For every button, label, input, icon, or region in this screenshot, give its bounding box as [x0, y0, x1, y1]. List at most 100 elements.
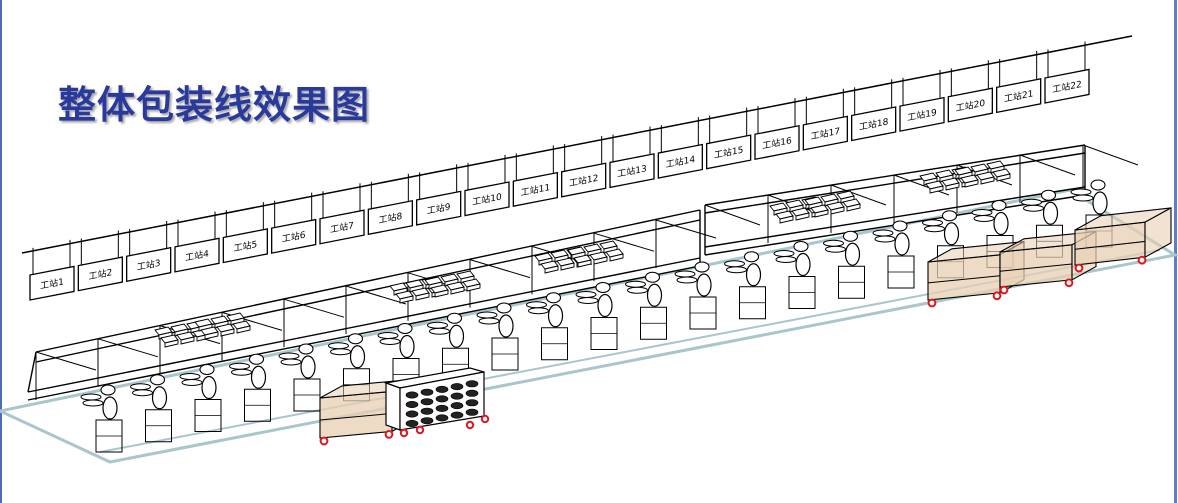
rack-tray	[436, 386, 448, 392]
station-sign: 工站21	[997, 79, 1041, 113]
operator-arm	[578, 298, 598, 304]
cart-wheel	[1139, 257, 1146, 264]
station-sign: 工站19	[900, 98, 944, 132]
operator-body	[450, 325, 464, 347]
rack-side	[386, 383, 400, 430]
operator-arm	[477, 312, 497, 318]
operator-arm	[281, 359, 301, 365]
bench-rail	[28, 352, 36, 392]
operator-arm	[972, 210, 992, 216]
operator-arm	[677, 277, 697, 283]
operator-arm	[626, 281, 646, 287]
operator-arm	[329, 343, 349, 349]
rack-tray	[466, 381, 478, 387]
shelf-divider	[36, 352, 96, 370]
operator-head	[794, 242, 808, 252]
operator-head	[299, 344, 313, 354]
station-sign: 工站3	[127, 248, 171, 282]
operator-arm	[83, 400, 103, 406]
station-sign: 工站12	[562, 163, 606, 197]
cart-wheel	[467, 422, 473, 428]
operator-arm	[873, 230, 893, 236]
rack-tray	[406, 411, 418, 417]
operator-head	[1091, 180, 1105, 190]
operator-arm	[1073, 195, 1093, 201]
operator-arm	[479, 318, 499, 324]
station-sign: 工站10	[465, 182, 509, 216]
operator-arm	[824, 240, 844, 246]
operator-head	[497, 303, 511, 313]
operator-arm	[180, 374, 200, 380]
operator-head	[844, 231, 858, 241]
rack-tray	[436, 396, 448, 402]
station-sign: 工站20	[948, 88, 992, 122]
cart-wheel	[401, 430, 407, 436]
cart-wheel	[1001, 287, 1008, 294]
operator-body	[400, 336, 414, 358]
cart-wheel	[1076, 265, 1083, 272]
operator-head	[596, 283, 610, 293]
station-sign: 工站1	[30, 266, 74, 300]
operator-body	[351, 346, 365, 368]
operator-body	[747, 264, 761, 286]
operator-head	[695, 262, 709, 272]
operator-body	[549, 305, 563, 327]
rack-tray	[466, 400, 478, 406]
operator-head	[1042, 190, 1056, 200]
operator-arm	[133, 390, 153, 396]
operator-body	[103, 397, 117, 419]
rack-tray	[451, 402, 463, 408]
rack-tray	[421, 418, 433, 424]
operator-head	[151, 375, 165, 385]
station-sign: 工站15	[707, 135, 751, 169]
operator-body	[994, 213, 1008, 235]
operator-arm	[725, 261, 745, 267]
station-sign: 工站7	[320, 210, 364, 244]
operator-arm	[182, 380, 202, 386]
rack-tray	[451, 383, 463, 389]
operator-arm	[875, 236, 895, 242]
operator-head	[646, 272, 660, 282]
operator-head	[101, 385, 115, 395]
operator-arm	[527, 302, 547, 308]
operator-arm	[826, 246, 846, 252]
cart-wheel	[417, 427, 423, 433]
rack-tray	[451, 393, 463, 399]
station-sign: 工站6	[272, 220, 316, 254]
rack-tray	[451, 412, 463, 418]
operator-head	[893, 221, 907, 231]
rack-tray	[406, 420, 418, 426]
operator-body	[846, 243, 860, 265]
operator-arm	[232, 369, 252, 375]
operator-body	[945, 223, 959, 245]
operator-body	[1044, 202, 1058, 224]
station-sign: 工站14	[658, 144, 702, 178]
operator-body	[499, 315, 513, 337]
shelf-divider	[1020, 155, 1075, 175]
operator-arm	[430, 328, 450, 334]
operator-arm	[974, 216, 994, 222]
operator-head	[745, 252, 759, 262]
operator-arm	[628, 287, 648, 293]
operator-arm	[378, 333, 398, 339]
station-sign: 工站11	[513, 173, 557, 207]
operator-arm	[675, 271, 695, 277]
operator-head	[200, 365, 214, 375]
operator-arm	[1022, 199, 1042, 205]
operator-arm	[1071, 189, 1091, 195]
cart-wheel	[994, 292, 1001, 299]
station-sign: 工站13	[610, 154, 654, 188]
operator-arm	[576, 292, 596, 298]
station-sign: 工站16	[755, 126, 799, 160]
station-sign: 工站8	[368, 201, 412, 235]
operator-head	[992, 201, 1006, 211]
operator-arm	[923, 220, 943, 226]
station-sign: 工站5	[223, 229, 267, 263]
shelf-divider	[98, 339, 158, 357]
operator-head	[943, 211, 957, 221]
rack-tray	[421, 389, 433, 395]
operator-arm	[925, 226, 945, 232]
operator-arm	[331, 349, 351, 355]
shelf-divider	[1083, 145, 1138, 165]
